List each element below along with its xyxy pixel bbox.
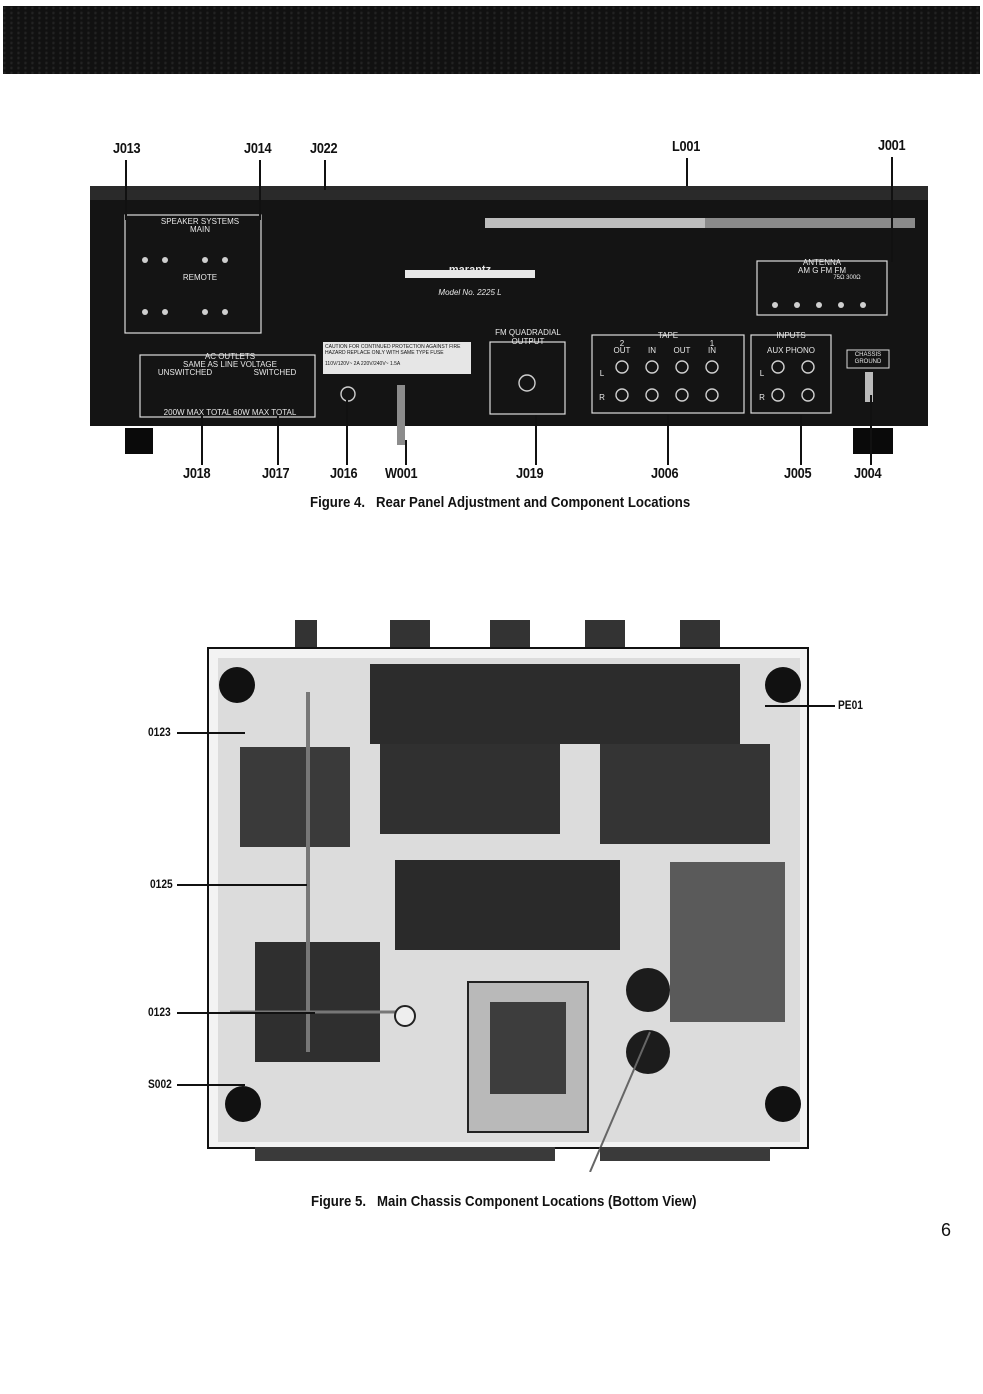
panel-tape: TAPE bbox=[657, 331, 679, 340]
leader-j004 bbox=[870, 395, 872, 465]
panel-r-tape: R bbox=[599, 393, 605, 402]
rear-panel-photo bbox=[85, 160, 933, 460]
leader-j014 bbox=[259, 160, 261, 220]
leader-j022 bbox=[324, 160, 326, 190]
leader-0123-bottom bbox=[177, 1012, 315, 1014]
callout-j013: J013 bbox=[113, 140, 141, 157]
panel-remote: REMOTE bbox=[182, 273, 218, 282]
panel-tape-1: 1 bbox=[709, 339, 715, 348]
figure5-caption: Figure 5. Main Chassis Component Locatio… bbox=[311, 1193, 697, 1210]
leader-j019 bbox=[535, 415, 537, 465]
panel-r-inputs: R bbox=[759, 393, 765, 402]
callout-w001: W001 bbox=[385, 465, 418, 482]
panel-caution: CAUTION FOR CONTINUED PROTECTION AGAINST… bbox=[325, 344, 461, 356]
leader-pe01 bbox=[765, 705, 835, 707]
leader-j017 bbox=[277, 415, 279, 465]
callout-j004: J004 bbox=[854, 465, 882, 482]
figure4-caption-number: Figure 4. bbox=[310, 494, 366, 511]
panel-antenna: ANTENNA bbox=[802, 258, 842, 267]
leader-0123-top bbox=[177, 732, 245, 734]
callout-j001: J001 bbox=[878, 137, 906, 154]
callout-j022: J022 bbox=[310, 140, 338, 157]
panel-ohms: 75Ω 300Ω bbox=[833, 275, 861, 281]
panel-ac-outlets: AC OUTLETS bbox=[204, 352, 256, 361]
callout-0123-bottom: 0123 bbox=[148, 1005, 171, 1019]
panel-same-as-line: SAME AS LINE VOLTAGE bbox=[183, 360, 277, 369]
panel-inputs: INPUTS bbox=[776, 331, 806, 340]
callout-j018: J018 bbox=[183, 465, 211, 482]
callout-j005: J005 bbox=[784, 465, 812, 482]
callout-s002: S002 bbox=[148, 1077, 172, 1091]
leader-l001 bbox=[686, 158, 688, 186]
figure5-caption-number: Figure 5. bbox=[311, 1193, 367, 1210]
callout-j019: J019 bbox=[516, 465, 544, 482]
panel-tape-in-1: IN bbox=[708, 346, 716, 355]
leader-j013 bbox=[125, 160, 127, 220]
leader-j005 bbox=[800, 415, 802, 465]
leader-j006 bbox=[667, 415, 669, 465]
callout-0123-top: 0123 bbox=[148, 725, 171, 739]
panel-antenna-terms: AM G FM FM bbox=[798, 266, 846, 275]
panel-switched: SWITCHED bbox=[253, 368, 297, 377]
panel-tape-out-2: OUT bbox=[613, 346, 631, 355]
panel-aux-phono: AUX PHONO bbox=[766, 346, 815, 355]
panel-l-tape: L bbox=[599, 369, 605, 378]
callout-j017: J017 bbox=[262, 465, 290, 482]
panel-speaker-title: SPEAKER SYSTEMS bbox=[160, 217, 240, 226]
callout-l001: L001 bbox=[672, 138, 701, 155]
leader-s002 bbox=[177, 1084, 245, 1086]
figure5-caption-text: Main Chassis Component Locations (Bottom… bbox=[377, 1193, 697, 1210]
panel-fuse: 110V/120V~ 2A 220V/240V~ 1.5A bbox=[325, 361, 401, 367]
panel-model: Model No. 2225 L bbox=[438, 288, 502, 297]
leader-j018 bbox=[201, 415, 203, 465]
callout-j014: J014 bbox=[244, 140, 272, 157]
chassis-bottom-photo bbox=[200, 612, 820, 1173]
figure4-caption-text: Rear Panel Adjustment and Component Loca… bbox=[376, 494, 691, 511]
leader-0125 bbox=[177, 884, 307, 886]
leader-w001 bbox=[405, 440, 407, 465]
panel-tape-2: 2 bbox=[619, 339, 625, 348]
panel-main: MAIN bbox=[190, 225, 210, 234]
callout-0125: 0125 bbox=[150, 877, 173, 891]
rear-panel-drawing bbox=[90, 186, 928, 454]
leader-j001 bbox=[891, 157, 893, 262]
panel-fm-quad: FM QUADRADIAL OUTPUT bbox=[495, 328, 561, 346]
chassis-drawing bbox=[207, 620, 809, 1173]
panel-tape-out-1: OUT bbox=[673, 346, 691, 355]
panel-brand: marantz bbox=[448, 264, 492, 276]
figure4-caption: Figure 4. Rear Panel Adjustment and Comp… bbox=[310, 494, 690, 511]
callout-pe01: PE01 bbox=[838, 698, 863, 712]
leader-j016 bbox=[346, 400, 348, 465]
panel-unswitched: UNSWITCHED bbox=[157, 368, 213, 377]
panel-tape-in-2: IN bbox=[648, 346, 656, 355]
panel-ac-total: 200W MAX TOTAL 60W MAX TOTAL bbox=[163, 408, 297, 417]
panel-l-inputs: L bbox=[759, 369, 765, 378]
callout-j016: J016 bbox=[330, 465, 358, 482]
panel-chassis-ground: CHASSIS GROUND bbox=[854, 352, 882, 365]
page-number: 6 bbox=[941, 1220, 952, 1240]
header-band bbox=[3, 6, 980, 74]
callout-j006: J006 bbox=[651, 465, 679, 482]
